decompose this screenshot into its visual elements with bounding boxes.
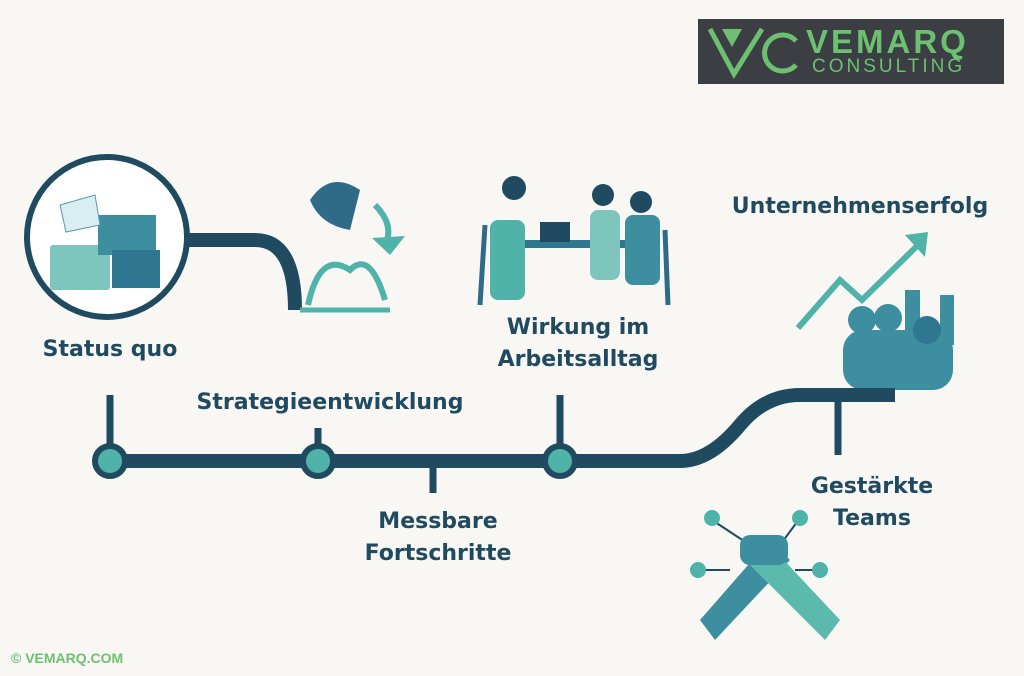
milestone-label-strategy: Strategieentwicklung xyxy=(196,390,464,415)
team-meeting-icon xyxy=(477,176,671,306)
growth-arrow-icon xyxy=(795,232,928,330)
milestone-node xyxy=(300,443,336,479)
milestone-label-success: Unternehmenserfolg xyxy=(731,194,989,219)
documents-icon xyxy=(24,154,190,320)
logo-subtitle: CONSULTING xyxy=(812,56,966,77)
cheering-people-icon xyxy=(843,290,954,390)
label-line: Messbare xyxy=(378,509,498,534)
vemarq-logo: VEMARQ CONSULTING xyxy=(698,19,1004,84)
copyright-text: © VEMARQ.COM xyxy=(11,650,124,666)
milestone-label-teams: Gestärkte Teams xyxy=(811,471,933,535)
handshake-network-icon xyxy=(690,510,840,640)
label-line: Fortschritte xyxy=(364,541,512,566)
milestone-node xyxy=(542,443,578,479)
milestone-label-workplace-impact: Wirkung im Arbeitsalltag xyxy=(498,312,659,376)
label-line: Arbeitsalltag xyxy=(497,347,659,372)
label-line: Gestärkte xyxy=(810,474,934,499)
milestone-label-progress: Messbare Fortschritte xyxy=(365,506,512,570)
mouse-click-icon xyxy=(300,182,405,313)
path-segment xyxy=(187,233,302,311)
label-line: Teams xyxy=(833,506,911,531)
logo-mark-icon xyxy=(707,27,798,79)
milestone-node xyxy=(92,443,128,479)
milestone-label-status-quo: Status quo xyxy=(42,337,178,362)
label-line: Wirkung im xyxy=(506,315,650,340)
logo-brand: VEMARQ xyxy=(806,23,969,60)
timeline-track xyxy=(110,388,895,468)
